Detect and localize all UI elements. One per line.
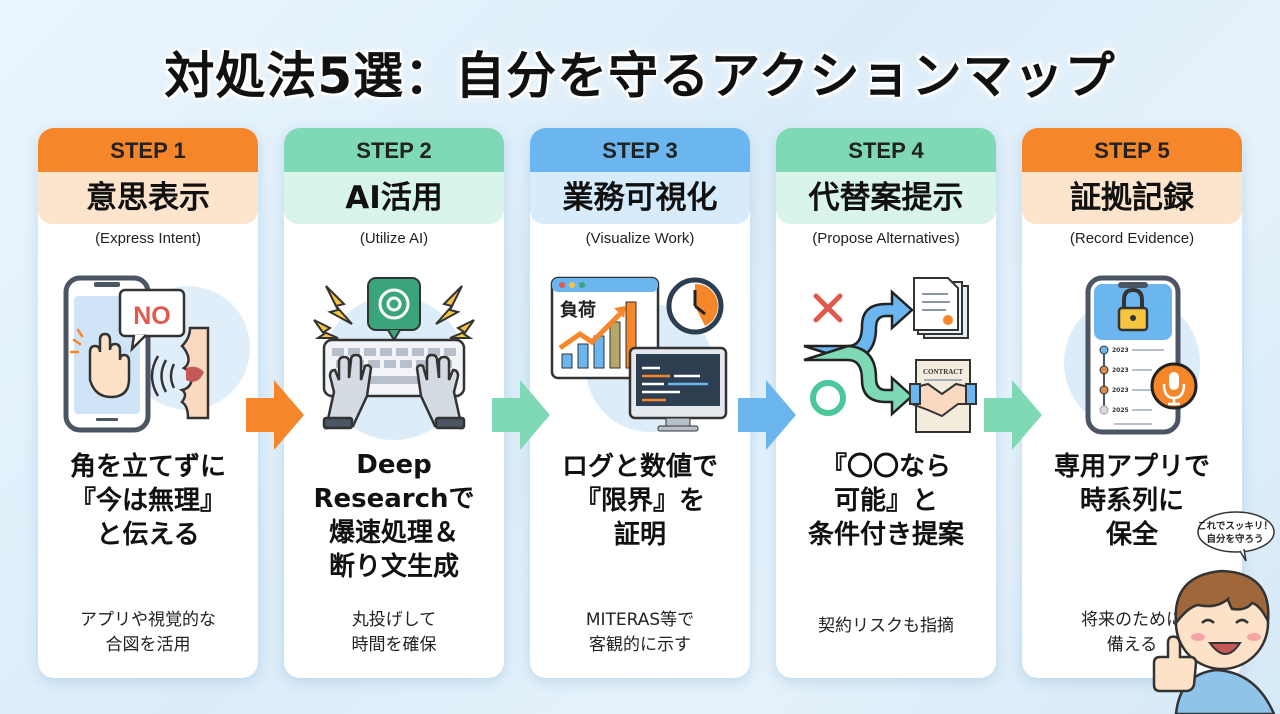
evidence-phone-icon: 2023 2023 2023 2025 (1064, 275, 1200, 435)
circle-ok-icon (810, 380, 846, 416)
stop-hand-icon (69, 328, 131, 399)
speaking-face-icon (150, 326, 210, 420)
step-title-en: (Record Evidence) (1069, 230, 1195, 247)
step-title-en: (Utilize AI) (359, 230, 429, 247)
step-title-jp: 代替案提示 (776, 172, 996, 224)
step-title-jp: 意思表示 (38, 172, 258, 224)
no-text: NO (133, 302, 171, 330)
step-title-en: (Propose Alternatives) (812, 230, 960, 247)
arrow-right-icon (492, 380, 550, 450)
alternatives-icon: CONTRACT (803, 277, 977, 433)
step-sub-text: MITERAS等で 客観的に示す (585, 610, 695, 655)
step-sub-text: 将来のために 備える (1081, 610, 1183, 655)
step-title-en: (Visualize Work) (585, 230, 695, 247)
page-title: 対処法5選：自分を守るアクションマップ (164, 47, 1116, 105)
work-visualization-icon: 負荷 (550, 276, 728, 432)
step-card-2: STEP 2 AI活用 (Utilize AI) Deep Res (284, 128, 504, 678)
step-label: STEP 1 (38, 128, 258, 172)
step-main-text: 角を立てずに 『今は無理』 と伝える (69, 452, 226, 550)
no-speech-bubble: NO (118, 288, 186, 353)
speech-bubble (1197, 511, 1275, 562)
step-label: STEP 2 (284, 128, 504, 172)
mascot-boy-icon (1152, 569, 1276, 714)
arrow-right-icon (246, 380, 304, 450)
clock-icon (666, 277, 724, 335)
svg-text:2023: 2023 (1112, 387, 1129, 394)
arrow-2 (492, 380, 550, 450)
lightning-icon (313, 285, 475, 339)
arrow-3 (738, 380, 796, 450)
step-label: STEP 5 (1022, 128, 1242, 172)
step-label: STEP 3 (530, 128, 750, 172)
mascot-speech: これでスッキリ！ 自分を守ろう (1197, 521, 1273, 545)
step-main-text: 『〇〇なら 可能』と 条件付き提案 (807, 452, 964, 550)
microphone-icon (1150, 362, 1198, 410)
branch-arrows-icon (803, 289, 914, 417)
ai-keyboard-icon (313, 277, 475, 440)
thumbs-up-icon (1152, 635, 1198, 693)
step-card-4: STEP 4 代替案提示 (Propose Alternatives) CONT… (776, 128, 996, 678)
step-title-en: (Express Intent) (95, 230, 201, 247)
arrow-right-icon (738, 380, 796, 450)
step-card-3: STEP 3 業務可視化 (Visualize Work) 負荷 (530, 128, 750, 678)
step-label: STEP 4 (776, 128, 996, 172)
step-title-jp: AI活用 (284, 172, 504, 224)
svg-text:2025: 2025 (1112, 407, 1129, 414)
step-sub-text: 契約リスクも指摘 (818, 616, 954, 636)
robot-hands-icon (322, 353, 466, 430)
ai-logo-bubble (367, 277, 421, 342)
timeline: 2023 2023 2023 2025 (1099, 345, 1164, 425)
arrow-1 (246, 380, 304, 450)
step-card-5: STEP 5 証拠記録 (Record Evidence) 2023 2023 … (1022, 128, 1242, 678)
step-main-text: Deep Researchで 爆速処理＆ 断り文生成 (313, 450, 475, 582)
monitor-code-icon (628, 346, 728, 432)
step-card-1: STEP 1 意思表示 (Express Intent) NO 角を立てずに 『… (38, 128, 258, 678)
arrow-4 (984, 380, 1042, 450)
step-title-jp: 証拠記録 (1022, 172, 1242, 224)
arrow-right-icon (984, 380, 1042, 450)
step-sub-text: 丸投げして 時間を確保 (351, 610, 437, 655)
phone-stop-hand-icon: NO (63, 275, 250, 433)
svg-text:CONTRACT: CONTRACT (923, 368, 963, 376)
load-label: 負荷 (560, 299, 596, 321)
svg-text:2023: 2023 (1112, 347, 1129, 354)
document-icon (913, 277, 969, 339)
cross-icon (813, 293, 843, 323)
svg-text:2023: 2023 (1112, 367, 1129, 374)
step-sub-text: アプリや視覚的な 合図を活用 (80, 610, 216, 655)
lock-icon (1117, 287, 1149, 332)
step-main-text: 専用アプリで 時系列に 保全 (1053, 452, 1210, 550)
step-main-text: ログと数値で 『限界』を 証明 (561, 452, 718, 550)
contract-handshake-icon: CONTRACT (909, 359, 977, 433)
step-title-jp: 業務可視化 (530, 172, 750, 224)
